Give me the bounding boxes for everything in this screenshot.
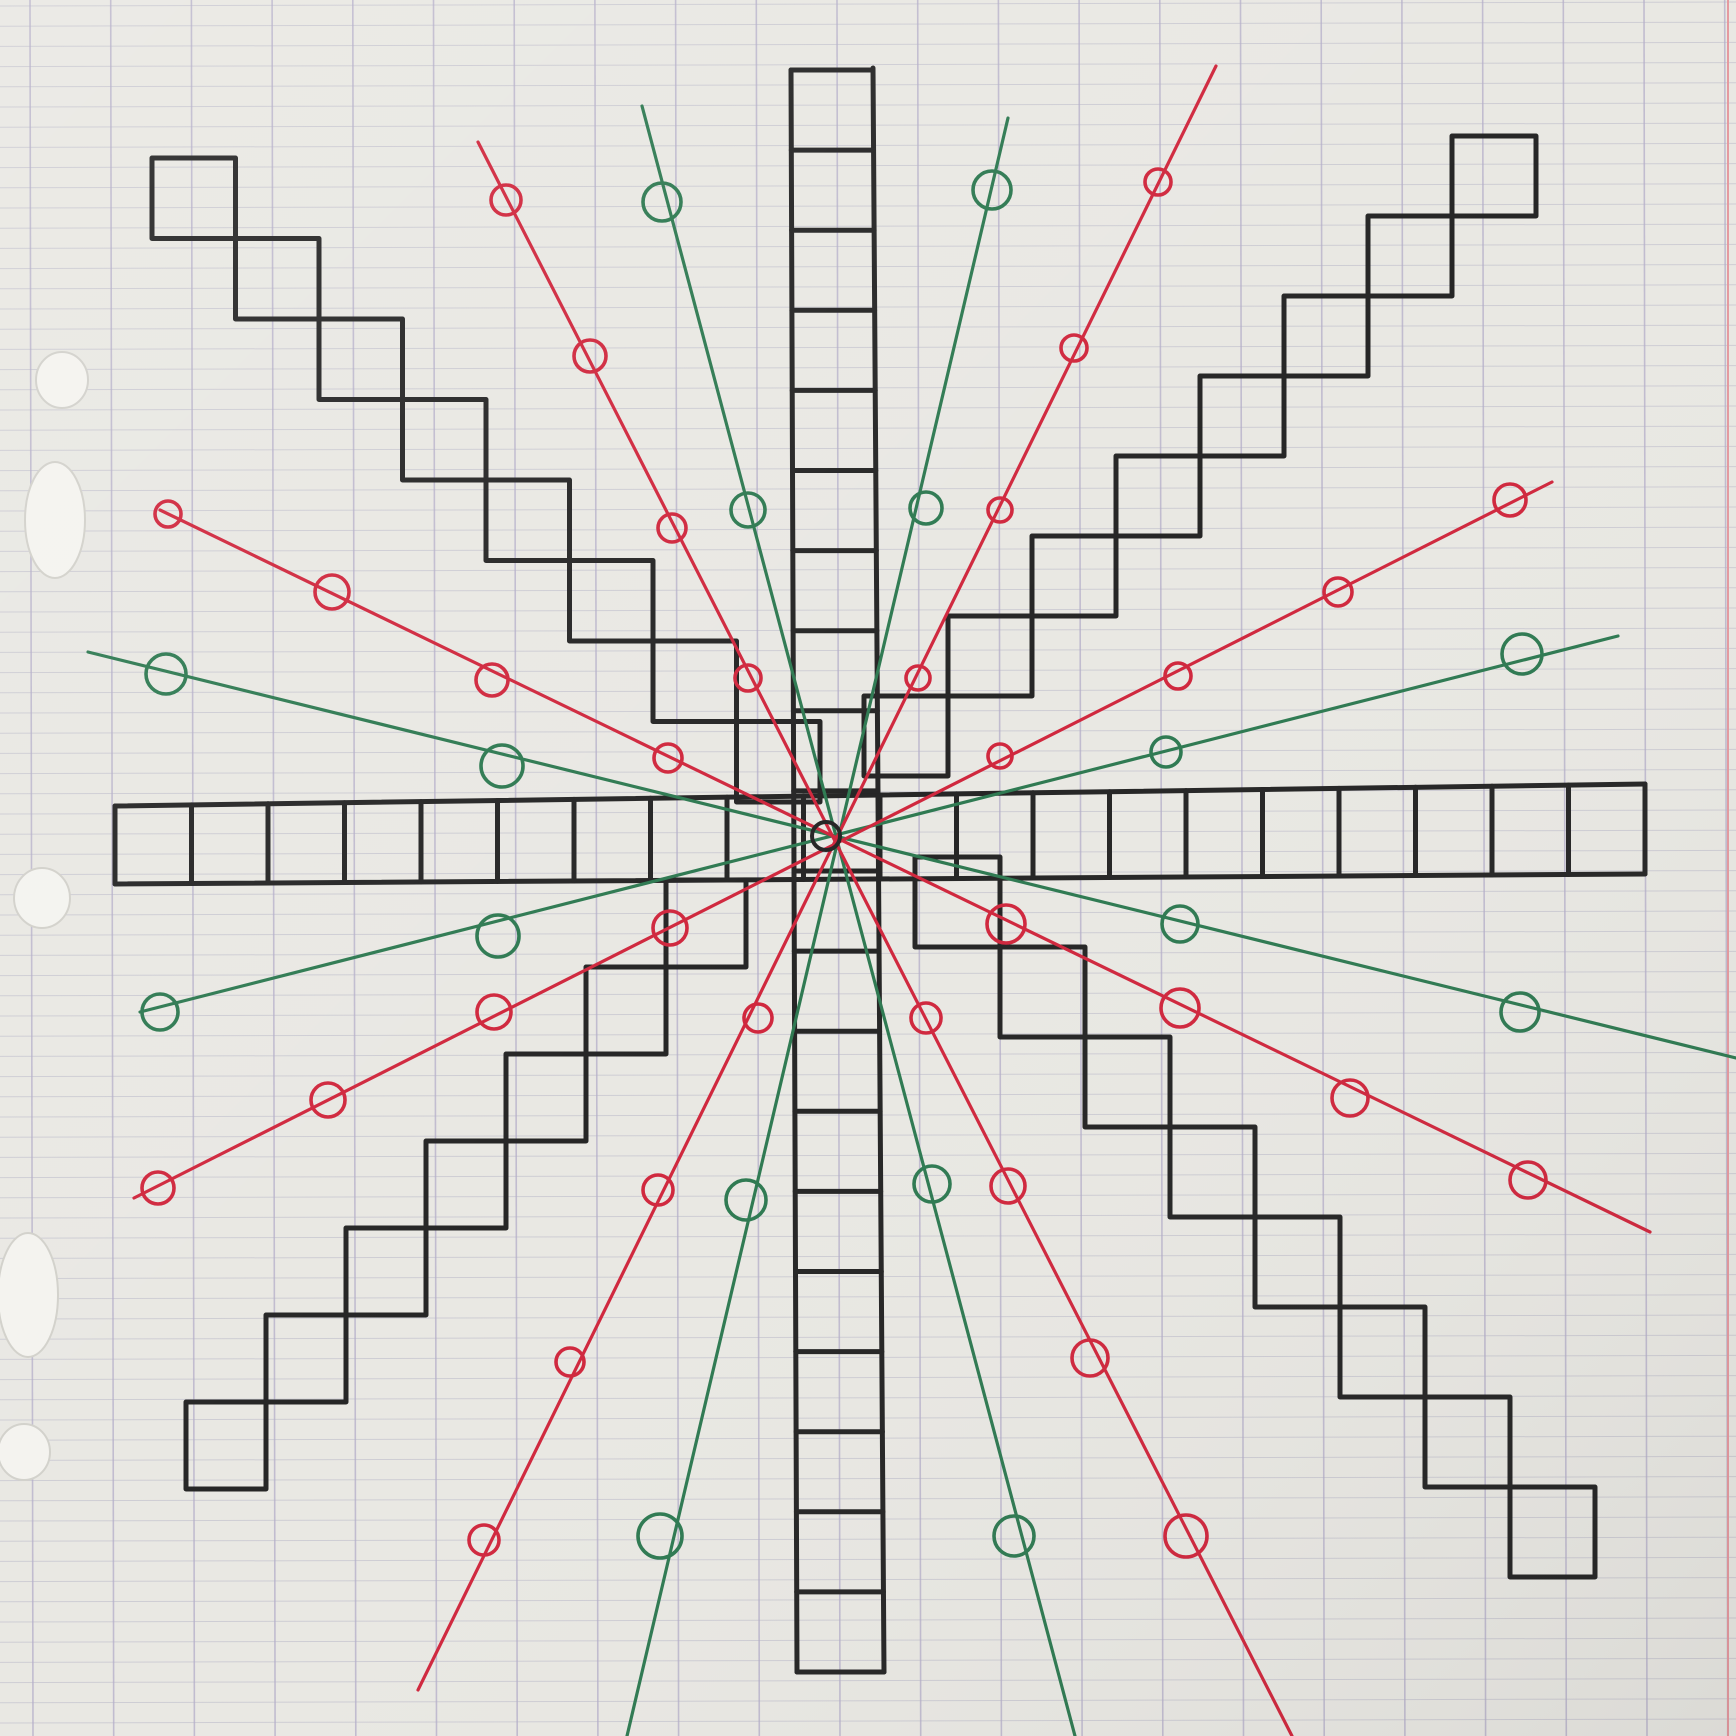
lighting-shade <box>0 0 1736 1736</box>
drawing-scene <box>0 0 1736 1736</box>
